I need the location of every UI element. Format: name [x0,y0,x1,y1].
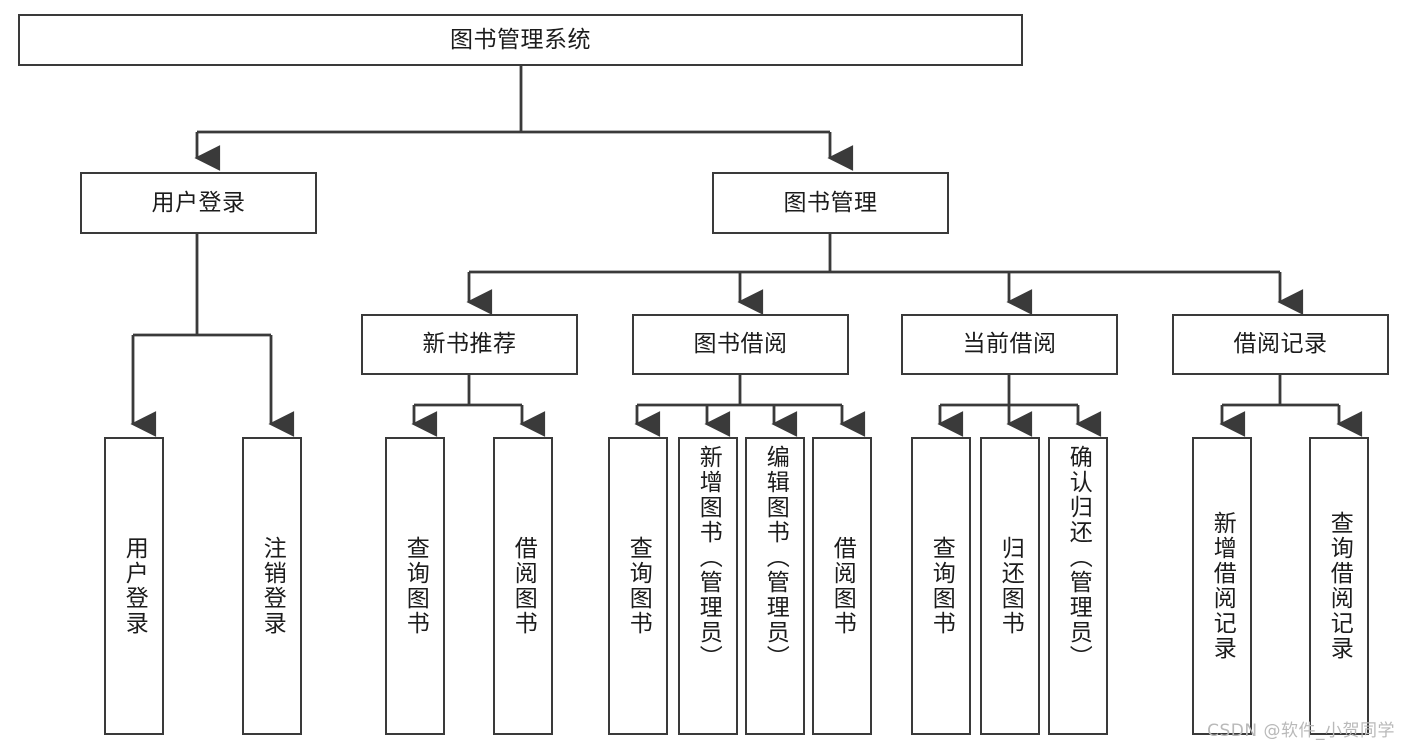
node-new-book-recommend-label: 新书推荐 [422,331,517,358]
node-book-borrow[interactable]: 图书借阅 [632,314,849,375]
leaf-add-book-label: 新增图书（管理员） [695,445,722,670]
node-current-borrow[interactable]: 当前借阅 [901,314,1118,375]
node-current-borrow-label: 当前借阅 [962,331,1057,358]
leaf-user-login[interactable]: 用户登录 [104,437,164,735]
leaf-add-record[interactable]: 新增借阅记录 [1192,437,1252,735]
leaf-query-book-2[interactable]: 查询图书 [608,437,668,735]
leaf-borrow-book-1[interactable]: 借阅图书 [493,437,553,735]
leaf-query-book-3[interactable]: 查询图书 [911,437,971,735]
node-book-manage[interactable]: 图书管理 [712,172,949,234]
leaf-borrow-book-1-label: 借阅图书 [510,536,537,636]
leaf-edit-book-label: 编辑图书（管理员） [762,445,789,670]
leaf-logout-login[interactable]: 注销登录 [242,437,302,735]
leaf-confirm-return[interactable]: 确认归还（管理员） [1048,437,1108,735]
node-borrow-record-label: 借阅记录 [1233,331,1328,358]
leaf-query-book-3-label: 查询图书 [928,536,955,636]
node-borrow-record[interactable]: 借阅记录 [1172,314,1389,375]
leaf-confirm-return-label: 确认归还（管理员） [1065,445,1092,670]
leaf-borrow-book-2[interactable]: 借阅图书 [812,437,872,735]
leaf-add-record-label: 新增借阅记录 [1209,511,1236,661]
node-book-borrow-label: 图书借阅 [693,331,788,358]
leaf-borrow-book-2-label: 借阅图书 [829,536,856,636]
node-user-login[interactable]: 用户登录 [80,172,317,234]
leaf-return-book[interactable]: 归还图书 [980,437,1040,735]
leaf-user-login-label: 用户登录 [121,536,148,636]
leaf-return-book-label: 归还图书 [997,536,1024,636]
leaf-query-record-label: 查询借阅记录 [1326,511,1353,661]
leaf-query-record[interactable]: 查询借阅记录 [1309,437,1369,735]
leaf-query-book-1-label: 查询图书 [402,536,429,636]
leaf-edit-book[interactable]: 编辑图书（管理员） [745,437,805,735]
leaf-query-book-1[interactable]: 查询图书 [385,437,445,735]
leaf-logout-login-label: 注销登录 [259,536,286,636]
node-new-book-recommend[interactable]: 新书推荐 [361,314,578,375]
node-user-login-label: 用户登录 [151,189,246,216]
node-root-label: 图书管理系统 [450,26,591,53]
node-root[interactable]: 图书管理系统 [18,14,1023,66]
leaf-add-book[interactable]: 新增图书（管理员） [678,437,738,735]
node-book-manage-label: 图书管理 [783,189,878,216]
leaf-query-book-2-label: 查询图书 [625,536,652,636]
watermark-text: CSDN @软件_小贺同学 [1207,721,1395,741]
